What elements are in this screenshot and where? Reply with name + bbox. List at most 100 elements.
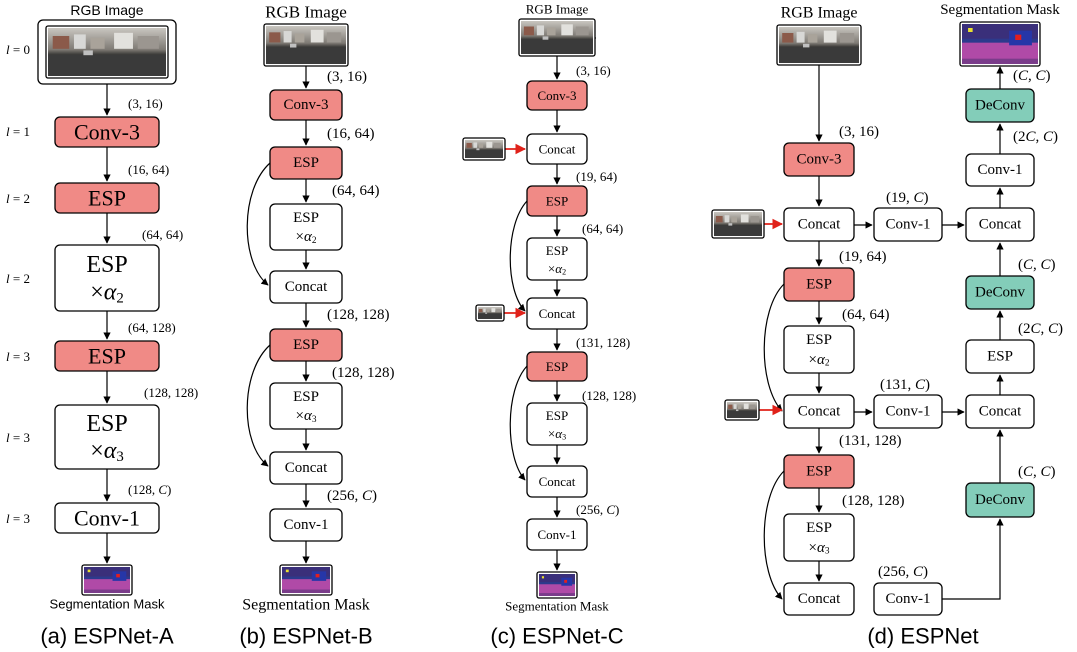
panel-d-esp-block-1-label: ESP <box>806 277 832 293</box>
panel-a-esp-alpha2-block-multiplier: ×α2 <box>90 280 124 307</box>
panel-d-concat-block-3 <box>783 582 855 616</box>
panel-d-conv1-block-1-label: Conv-1 <box>886 217 931 233</box>
panel-d-esp-block-1 <box>783 267 855 302</box>
panel-d-conv1-block-3-label: Conv-1 <box>886 591 931 607</box>
panel-d-conv1-block-3 <box>873 582 943 616</box>
panel-b-dims-label: (256, C) <box>327 488 377 504</box>
panel-d-deconv-block-2 <box>965 275 1035 310</box>
panel-c-caption: (c) ESPNet-C <box>490 624 623 649</box>
panel-c-conv3-block <box>526 80 588 111</box>
panel-c-skip-2 <box>509 365 528 481</box>
panel-a-mask-thumbnail <box>81 564 133 596</box>
panel-d-esp-block-2-label: ESP <box>806 464 832 480</box>
panel-b-dims-label: (128, 128) <box>327 307 390 323</box>
panel-a-esp-alpha2-block <box>54 244 160 312</box>
panel-d-conv1-block-4-label: Conv-1 <box>978 162 1023 178</box>
panel-a-dims-label: (3, 16) <box>128 96 163 111</box>
panel-b-esp-block-2-label: ESP <box>293 337 319 353</box>
panel-c-dims-label: (64, 64) <box>582 221 623 236</box>
panel-a-esp-block-1-label: ESP <box>88 186 126 211</box>
panel-c-dims-label: (3, 16) <box>576 63 611 78</box>
panel-d-esp-alpha3-block-label: ESP <box>806 520 832 536</box>
panel-a-level-label: l = 3 <box>6 511 30 526</box>
panel-b-dims-label: (128, 128) <box>332 365 395 381</box>
panel-b-concat-block-2 <box>269 451 343 485</box>
panel-d-conv1-block-2-label: Conv-1 <box>886 404 931 420</box>
panel-d-dims-label: (19, 64) <box>839 249 887 265</box>
panel-d-concat-block-3-label: Concat <box>798 591 841 607</box>
panel-b-conv3-block <box>269 89 343 121</box>
panel-b-mask-thumbnail <box>279 564 333 596</box>
panel-c-concat-block-2-label: Concat <box>539 306 576 321</box>
panel-d-dims-label: (131, C) <box>880 377 930 393</box>
panel-d-dims-label: (C, C) <box>1018 464 1056 480</box>
panel-c-esp-block-2 <box>526 351 588 382</box>
panel-d-dims-label: (2C, C) <box>1013 129 1058 145</box>
panel-d-dims-label: (64, 64) <box>842 307 890 323</box>
panel-c-esp-block-1-label: ESP <box>546 194 568 209</box>
panel-d-concat-block-2 <box>783 394 855 429</box>
panel-a-conv1-block <box>54 502 160 534</box>
panel-b-esp-alpha2-block <box>269 203 343 251</box>
panel-b-dims-label: (16, 64) <box>327 126 375 142</box>
panel-a-conv1-block-label: Conv-1 <box>74 506 140 531</box>
panel-c-skip-1 <box>509 200 528 312</box>
panel-d-dims-label: (19, C) <box>886 190 929 206</box>
panel-a-esp-block-1 <box>54 182 160 214</box>
panel-d-caption: (d) ESPNet <box>867 624 978 649</box>
panel-a-dims-label: (128, C) <box>128 482 171 497</box>
panel-b-conv1-block-label: Conv-1 <box>284 517 329 533</box>
panel-d-dims-label: (C, C) <box>1013 68 1051 84</box>
panel-b-esp-block-2 <box>269 328 343 362</box>
panel-b-skip-2 <box>246 344 271 467</box>
panel-c-dims-label: (19, 64) <box>576 169 617 184</box>
panel-d-mask-thumbnail <box>959 21 1041 67</box>
panel-c-rgb-label: RGB Image <box>526 2 589 17</box>
panel-d-conv1-block-1 <box>873 207 943 242</box>
panel-d-rgb-label: RGB Image <box>781 5 858 22</box>
panel-c-mask-label: Segmentation Mask <box>505 599 609 614</box>
panel-d-concat-block-5 <box>965 394 1035 429</box>
panel-d-dims-label: (3, 16) <box>839 124 879 140</box>
panel-b-esp-alpha3-block-multiplier: ×α3 <box>296 408 317 425</box>
panel-b-rgb-label: RGB Image <box>265 3 347 22</box>
panel-c-esp-alpha2-block-label: ESP <box>546 243 568 258</box>
panel-a-dims-label: (64, 128) <box>128 320 176 335</box>
panel-a-level-label: l = 2 <box>6 271 30 286</box>
panel-d-input-thumb-2 <box>724 399 760 421</box>
panel-a-level-label: l = 1 <box>6 124 30 139</box>
panel-b-esp-block-1-label: ESP <box>293 155 319 171</box>
panel-d-esp-block-3 <box>965 339 1035 374</box>
panel-d-esp-block-3-label: ESP <box>987 349 1013 365</box>
panel-d-esp-alpha2-block-label: ESP <box>806 332 832 348</box>
panel-d-rgb-thumbnail <box>776 24 862 66</box>
panel-d-dims-label: (256, C) <box>878 564 928 580</box>
panel-a-esp-alpha3-block <box>54 404 160 470</box>
panel-a-esp-block-2 <box>54 340 160 372</box>
panel-a-level-label: l = 0 <box>6 42 30 57</box>
panel-d-concat-block-4-label: Concat <box>979 217 1022 233</box>
panel-c-conv3-block-label: Conv-3 <box>538 88 577 103</box>
panel-a-esp-alpha2-block-label: ESP <box>86 252 127 278</box>
panel-d-concat-block-5-label: Concat <box>979 404 1022 420</box>
panel-d-deconv-block-1 <box>965 88 1035 123</box>
panel-c-concat-block-1-label: Concat <box>539 142 576 157</box>
panel-d-esp-alpha3-block-multiplier: ×α3 <box>809 540 830 557</box>
panel-b-conv3-block-label: Conv-3 <box>284 97 329 113</box>
panel-d-conv3-block-label: Conv-3 <box>797 152 842 168</box>
panel-c-mask-thumbnail <box>536 571 578 599</box>
panel-d-esp-block-2 <box>783 454 855 489</box>
panel-d-esp-alpha3-block <box>783 513 855 562</box>
panel-d-input-thumb-1 <box>711 209 765 239</box>
panel-c-concat-block-3 <box>526 465 588 498</box>
panel-b-rgb-thumbnail <box>263 23 349 67</box>
panel-d-conv1-block-2 <box>873 394 943 429</box>
panel-c-esp-alpha2-block <box>526 237 588 281</box>
panel-d-concat-block-2-label: Concat <box>798 404 841 420</box>
panel-c-esp-alpha3-block-multiplier: ×α3 <box>548 426 566 441</box>
panel-a-dims-label: (16, 64) <box>128 162 169 177</box>
panel-c-input-thumb-2 <box>475 304 505 322</box>
panel-a-dims-label: (64, 64) <box>142 227 183 242</box>
